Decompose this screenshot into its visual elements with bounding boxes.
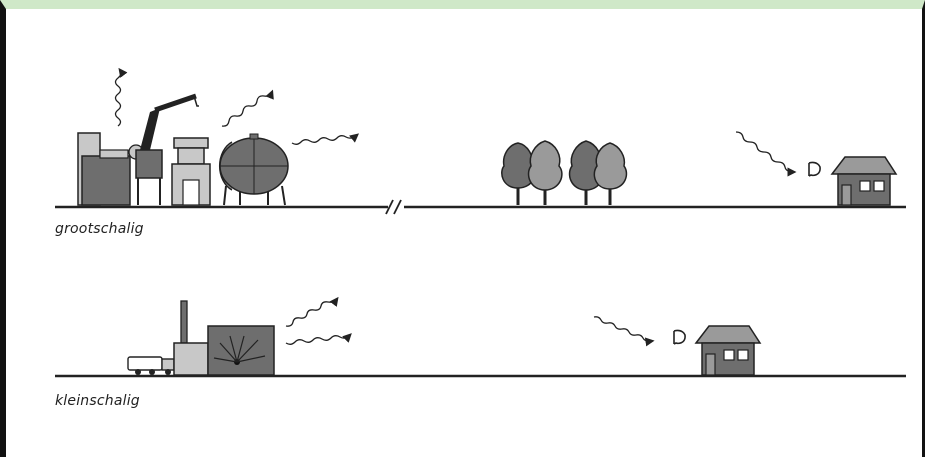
truck-icon xyxy=(128,357,174,375)
small-scale-scene xyxy=(55,299,906,376)
emission-arrow-icon xyxy=(594,317,652,341)
emission-arrow-icon xyxy=(222,92,272,126)
incinerator-icon xyxy=(208,326,274,375)
distance-break-icon xyxy=(386,200,401,214)
storage-tank-icon xyxy=(220,134,288,205)
small-scale-label: kleinschalig xyxy=(55,393,140,409)
emission-arrow-icon xyxy=(736,132,794,172)
house-icon xyxy=(696,326,760,375)
emission-arrow-icon xyxy=(292,135,357,144)
trees-icon xyxy=(502,141,627,205)
large-scale-scene xyxy=(55,70,906,214)
emission-arrow-icon xyxy=(286,299,337,326)
house-icon xyxy=(832,157,896,205)
processing-tower-icon xyxy=(172,138,210,205)
chimney-icon xyxy=(181,301,187,343)
large-scale-label: grootschalig xyxy=(55,221,144,237)
ear-icon xyxy=(674,330,685,344)
emission-arrow-icon xyxy=(286,335,350,344)
emission-arrow-icon xyxy=(116,70,122,126)
small-building-icon xyxy=(174,343,208,375)
factory-icon xyxy=(78,133,130,205)
ear-icon xyxy=(809,162,820,176)
